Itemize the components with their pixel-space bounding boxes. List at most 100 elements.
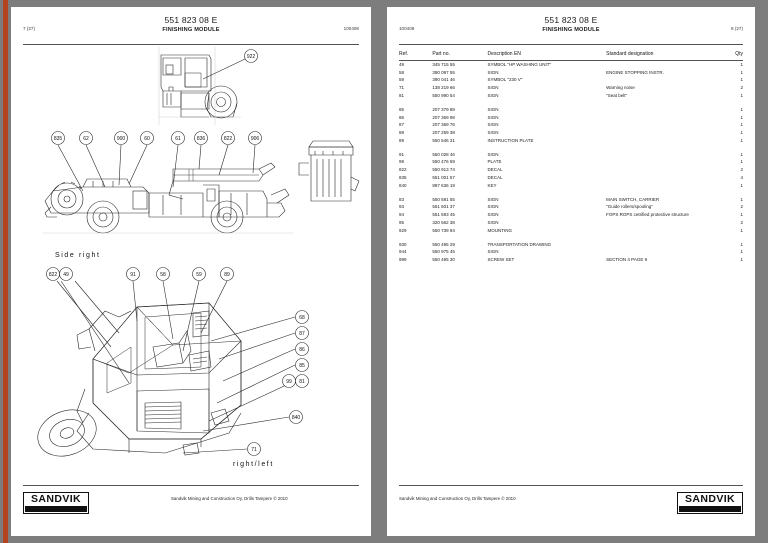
table-row: 94 551 593 45 SIGN FOPS ROPS cetrified prot… xyxy=(399,211,743,219)
callout-900: 900 xyxy=(114,131,128,145)
copyright-text: Sandvik Mining and Construction Oy, Dril… xyxy=(399,496,516,501)
callout-62: 62 xyxy=(79,131,93,145)
callout-99: 99 xyxy=(282,374,296,388)
callout-836: 836 xyxy=(194,131,208,145)
sandvik-logo-bar xyxy=(679,506,741,512)
callout-87: 87 xyxy=(295,326,309,340)
cell-qty: 2 xyxy=(740,204,743,210)
svg-text:59: 59 xyxy=(196,272,202,278)
cell-description: SCREW SET xyxy=(487,257,515,263)
cell-standard-designation xyxy=(606,151,725,159)
cell-ref: 929 xyxy=(399,227,407,233)
header-rule xyxy=(23,44,359,45)
caption-side-right: Side right xyxy=(55,252,101,259)
cell-part-no: 550 975 45 xyxy=(432,249,455,255)
cell-description: SYMBOL "230 V" xyxy=(487,77,523,83)
cell-ref: 99 xyxy=(399,159,405,165)
cell-ref: 944 xyxy=(399,249,407,255)
technical-drawings: 922 xyxy=(23,47,360,468)
left-page-title: 551 823 08 E xyxy=(164,15,218,25)
svg-text:86: 86 xyxy=(299,347,305,353)
cell-standard-designation xyxy=(606,219,725,227)
column-header-part: Part no. xyxy=(432,51,488,61)
cell-part-no: 207 369 76 xyxy=(432,122,455,128)
callout-906: 906 xyxy=(248,131,262,145)
cell-standard-designation xyxy=(606,241,725,249)
cell-ref: 840 xyxy=(399,182,407,188)
cell-part-no: 550 476 59 xyxy=(432,159,455,165)
cell-part-no: 207 379 88 xyxy=(432,106,455,112)
right-page-header: 551 823 08 E FINISHING MODULE 100408 8 (… xyxy=(399,15,743,45)
table-header-row: Ref. Part no. Description EN Standard de… xyxy=(399,51,743,61)
cell-part-no: 550 739 94 xyxy=(432,227,455,233)
cell-standard-designation xyxy=(606,137,725,145)
cell-standard-designation: MAIN SWITCH, CARRIER xyxy=(606,196,660,202)
callout-86: 86 xyxy=(295,342,309,356)
callout-91: 91 xyxy=(126,267,140,281)
callout-61: 61 xyxy=(171,131,185,145)
cell-part-no: 887 636 19 xyxy=(432,182,455,188)
cell-part-no: 550 913 74 xyxy=(432,167,455,173)
cell-standard-designation: "Seat belt" xyxy=(606,93,628,99)
footer-rule xyxy=(23,485,359,486)
cell-part-no: 551 593 45 xyxy=(432,212,455,218)
cell-description: SIGN xyxy=(487,212,499,218)
svg-text:840: 840 xyxy=(292,415,301,421)
cell-ref: 85 xyxy=(399,106,405,112)
cell-description: INSTRUCTION PLATE xyxy=(487,137,534,143)
right-page-title: 551 823 08 E xyxy=(544,15,598,25)
cell-description: SYMBOL "HP WASHING UNIT" xyxy=(487,61,552,67)
callout-60: 60 xyxy=(140,131,154,145)
cell-ref: 86 xyxy=(399,114,405,120)
svg-text:900: 900 xyxy=(117,136,126,142)
cell-part-no: 550 990 54 xyxy=(432,93,455,99)
cell-standard-designation xyxy=(606,159,725,167)
sandvik-logo-bar xyxy=(25,506,87,512)
svg-text:89: 89 xyxy=(224,272,230,278)
callout-68: 68 xyxy=(295,310,309,324)
figure-cab-front-view: 922 xyxy=(141,47,271,129)
left-page-number: 7 (27) xyxy=(23,26,36,31)
svg-text:91: 91 xyxy=(130,272,136,278)
cell-qty: 1 xyxy=(740,249,743,255)
sandvik-logo: SANDVIK xyxy=(677,492,743,514)
cell-ref: 94 xyxy=(399,212,405,218)
callout-71: 71 xyxy=(247,442,261,456)
cell-standard-designation: SECTION 4 PAGE 9 xyxy=(606,257,648,263)
cell-description: SIGN xyxy=(487,249,499,255)
cell-description: SIGN xyxy=(487,93,499,99)
cell-standard-designation: FOPS ROPS cetrified protective structure xyxy=(606,212,689,218)
cell-standard-designation xyxy=(606,61,725,69)
cell-description: SIGN xyxy=(487,114,499,120)
svg-text:836: 836 xyxy=(197,136,206,142)
cell-qty: 1 xyxy=(740,114,743,120)
svg-text:87: 87 xyxy=(299,331,305,337)
cell-standard-designation xyxy=(606,121,725,129)
svg-text:68: 68 xyxy=(299,315,305,321)
cell-standard-designation: ENGINE STOPPING INSTR. xyxy=(606,69,664,75)
right-page-number: 8 (27) xyxy=(730,26,743,31)
cell-standard-designation xyxy=(606,166,725,174)
cell-description: SIGN xyxy=(487,219,499,225)
cell-standard-designation xyxy=(606,129,725,137)
cell-part-no: 345 715 55 xyxy=(432,61,455,67)
cell-ref: 95 xyxy=(399,219,405,225)
svg-text:822: 822 xyxy=(224,136,233,142)
cell-description: SIGN xyxy=(487,106,499,112)
cell-qty: 1 xyxy=(740,227,743,233)
cell-standard-designation xyxy=(606,248,725,256)
cell-description: DECAL xyxy=(487,167,503,173)
cell-part-no: 550 495 30 xyxy=(432,257,455,263)
cell-standard-designation xyxy=(606,174,725,182)
